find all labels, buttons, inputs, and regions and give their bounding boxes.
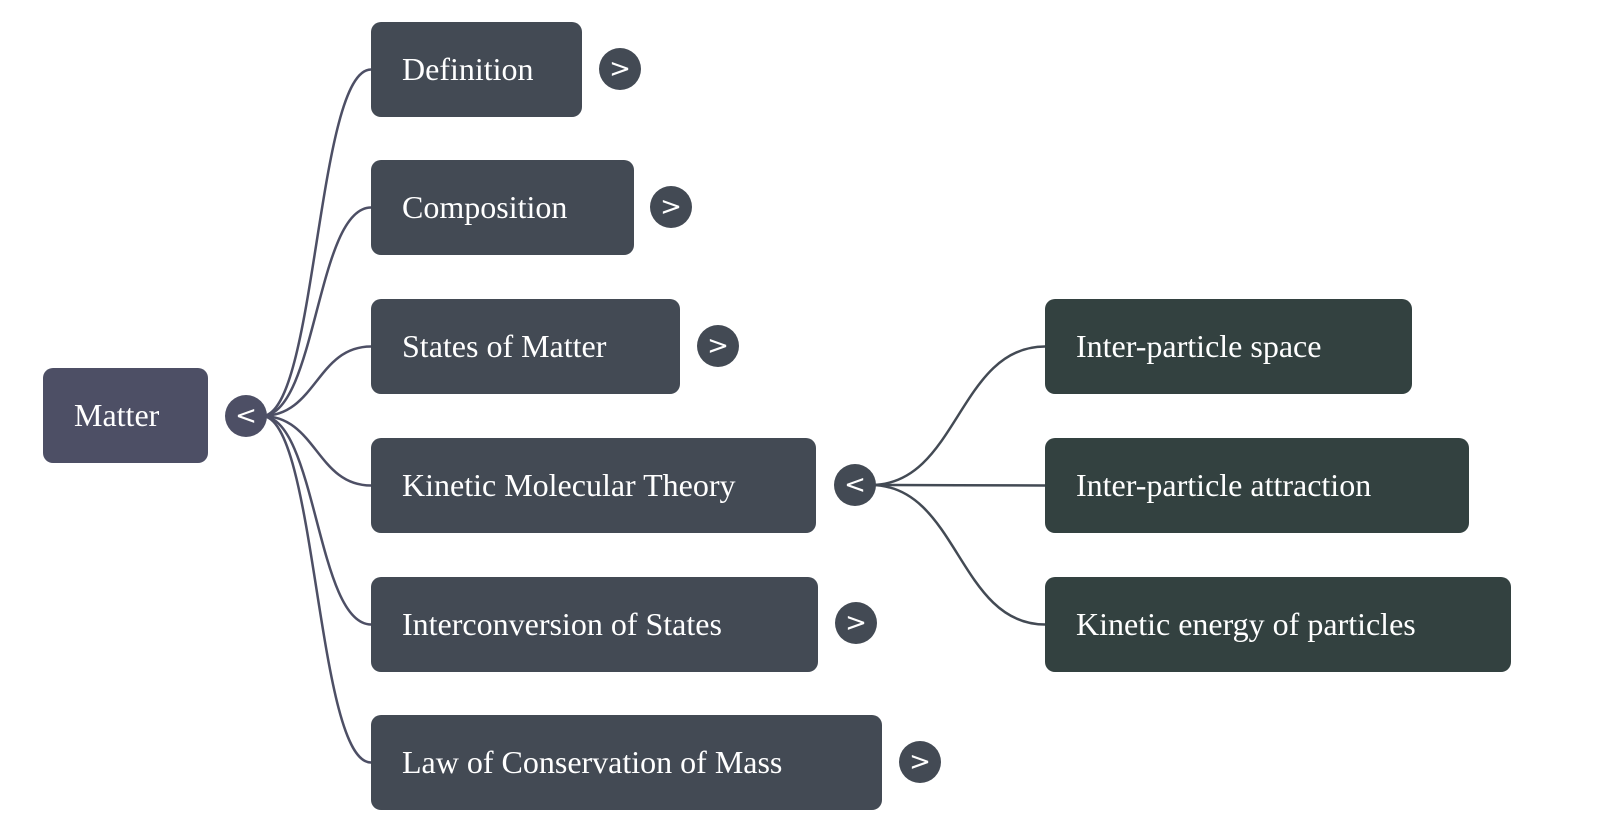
root-connectors [261, 68, 372, 764]
node-label: Law of Conservation of Mass [402, 744, 783, 780]
node-label: Inter-particle space [1076, 328, 1322, 364]
node-label: Definition [402, 51, 534, 87]
expand-glyph: > [909, 747, 931, 777]
expand-glyph: > [660, 192, 682, 222]
connector-kmt-to-child [870, 483, 1046, 487]
expand-icon[interactable]: > [835, 602, 877, 644]
node-law-of-conservation-of-mass[interactable]: Law of Conservation of Mass [371, 715, 882, 810]
node-label: Inter-particle attraction [1076, 467, 1372, 503]
node-kinetic-molecular-theory[interactable]: Kinetic Molecular Theory [371, 438, 816, 533]
node-interconversion-of-states[interactable]: Interconversion of States [371, 577, 818, 672]
collapse-glyph: < [844, 470, 866, 500]
connector-kmt-to-child [870, 345, 1046, 487]
root-node-label: Matter [74, 397, 160, 433]
expand-glyph: > [845, 608, 867, 638]
node-label: States of Matter [402, 328, 607, 364]
node-label: Kinetic energy of particles [1076, 606, 1416, 642]
node-inter-particle-attraction[interactable]: Inter-particle attraction [1045, 438, 1469, 533]
connector-root-to-child [261, 414, 372, 487]
expand-icon[interactable]: > [899, 741, 941, 783]
node-label: Composition [402, 189, 568, 225]
connector-root-to-child [261, 206, 372, 418]
collapse-icon[interactable]: < [834, 464, 876, 506]
expand-icon[interactable]: > [650, 186, 692, 228]
collapse-glyph: < [235, 401, 257, 431]
node-label: Interconversion of States [402, 606, 722, 642]
expand-icon[interactable]: > [599, 48, 641, 90]
expand-glyph: > [609, 54, 631, 84]
expand-icon[interactable]: > [697, 325, 739, 367]
node-label: Kinetic Molecular Theory [402, 467, 736, 503]
collapse-icon[interactable]: < [225, 395, 267, 437]
node-inter-particle-space[interactable]: Inter-particle space [1045, 299, 1412, 394]
connector-root-to-child [261, 414, 372, 626]
node-states-of-matter[interactable]: States of Matter [371, 299, 680, 394]
connector-root-to-child [261, 68, 372, 418]
connector-kmt-to-child [870, 483, 1046, 626]
connector-root-to-child [261, 345, 372, 418]
node-composition[interactable]: Composition [371, 160, 634, 255]
connector-root-to-child [261, 414, 372, 764]
kmt-connectors [870, 345, 1046, 626]
root-node-matter[interactable]: Matter [43, 368, 208, 463]
expand-glyph: > [707, 331, 729, 361]
node-kinetic-energy-of-particles[interactable]: Kinetic energy of particles [1045, 577, 1511, 672]
node-definition[interactable]: Definition [371, 22, 582, 117]
